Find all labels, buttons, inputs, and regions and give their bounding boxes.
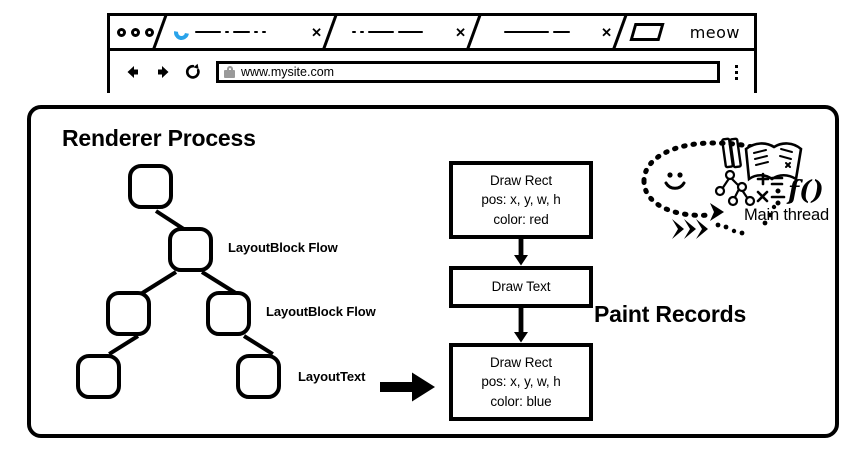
- open-book-icon: [744, 142, 803, 182]
- layout-tree-node-block-3[interactable]: [206, 291, 251, 336]
- paint-record-draw-rect-blue[interactable]: Draw Rect pos: x, y, w, h color: blue: [449, 343, 593, 421]
- paint-record-line: Draw Rect: [489, 173, 553, 189]
- tab-title-placeholder-2: [352, 30, 455, 34]
- browser-window: ✕ ✕ ✕: [107, 13, 757, 93]
- paint-record-line: Draw Text: [491, 279, 551, 295]
- paint-records-title: Paint Records: [594, 301, 747, 327]
- books-icon: [721, 137, 742, 169]
- main-thread-doodle: f(): [636, 137, 836, 242]
- tab-title-placeholder-1: [195, 30, 311, 34]
- loading-spinner-icon: [174, 25, 189, 40]
- reload-button[interactable]: [182, 61, 204, 83]
- layout-tree-node-text-1[interactable]: [76, 354, 121, 399]
- layout-tree-label-block-flow-1: LayoutBlock Flow: [228, 240, 338, 255]
- down-arrow-icon-1: [514, 239, 528, 266]
- paint-record-draw-rect-red[interactable]: Draw Rect pos: x, y, w, h color: red: [449, 161, 593, 239]
- arrow-tip-icon: [710, 203, 724, 221]
- renderer-process-title: Renderer Process: [62, 125, 256, 151]
- chevron-arrows-icon: [672, 219, 708, 239]
- right-arrow-icon: [380, 371, 436, 403]
- address-bar[interactable]: www.mysite.com: [216, 61, 720, 83]
- url-text: www.mysite.com: [241, 65, 335, 79]
- layout-tree-node-block-2[interactable]: [106, 291, 151, 336]
- node-tree-icon: [714, 169, 756, 207]
- browser-brand-label: meow: [689, 22, 740, 42]
- paint-record-line: color: blue: [490, 393, 552, 409]
- back-button[interactable]: [122, 61, 144, 83]
- tree-edge-block2-to-text1: [108, 334, 140, 356]
- layout-tree-node-root[interactable]: [128, 164, 173, 209]
- layout-tree-node-block-1[interactable]: [168, 227, 213, 272]
- tab-edge-right: [612, 15, 628, 48]
- tab-close-icon-2[interactable]: ✕: [455, 24, 466, 40]
- paint-record-line: Draw Rect: [489, 355, 553, 371]
- tree-edge-block3-to-text2: [242, 334, 274, 356]
- window-close-dot[interactable]: [117, 27, 126, 37]
- browser-tab-1[interactable]: ✕: [160, 16, 330, 48]
- tab-close-icon-3[interactable]: ✕: [601, 24, 612, 40]
- tab-close-icon-1[interactable]: ✕: [311, 24, 322, 40]
- main-thread-label: Main thread: [744, 206, 829, 224]
- tab-strip: ✕ ✕ ✕: [110, 16, 754, 51]
- function-icon: f(): [786, 176, 824, 206]
- padlock-icon: [224, 66, 235, 78]
- math-symbols-icon: [756, 172, 786, 206]
- layout-tree-label-block-flow-2: LayoutBlock Flow: [266, 304, 376, 319]
- new-tab-button[interactable]: [629, 23, 665, 41]
- tab-list: ✕ ✕ ✕: [160, 16, 620, 48]
- browser-tab-3[interactable]: ✕: [474, 16, 620, 48]
- paint-record-line: color: red: [493, 211, 549, 227]
- paint-record-line: pos: x, y, w, h: [481, 192, 561, 208]
- smiley-face-icon: [641, 140, 769, 218]
- paint-record-line: pos: x, y, w, h: [481, 374, 561, 390]
- kebab-menu-icon[interactable]: [728, 64, 744, 80]
- paint-record-draw-text[interactable]: Draw Text: [449, 266, 593, 308]
- renderer-process-panel: Renderer Process LayoutBlock Flow Layout…: [27, 105, 839, 438]
- layout-tree-node-text-2[interactable]: [236, 354, 281, 399]
- window-minimize-dot[interactable]: [131, 27, 140, 37]
- browser-toolbar: www.mysite.com: [110, 51, 754, 93]
- browser-tab-2[interactable]: ✕: [330, 16, 474, 48]
- tab-edge-left: [152, 15, 168, 48]
- forward-button[interactable]: [152, 61, 174, 83]
- down-arrow-icon-2: [514, 308, 528, 343]
- layout-tree-diagram: LayoutBlock Flow LayoutBlock Flow Layout…: [76, 164, 416, 419]
- layout-tree-label-layout-text: LayoutText: [298, 369, 366, 384]
- tab-title-placeholder-3: [504, 30, 601, 34]
